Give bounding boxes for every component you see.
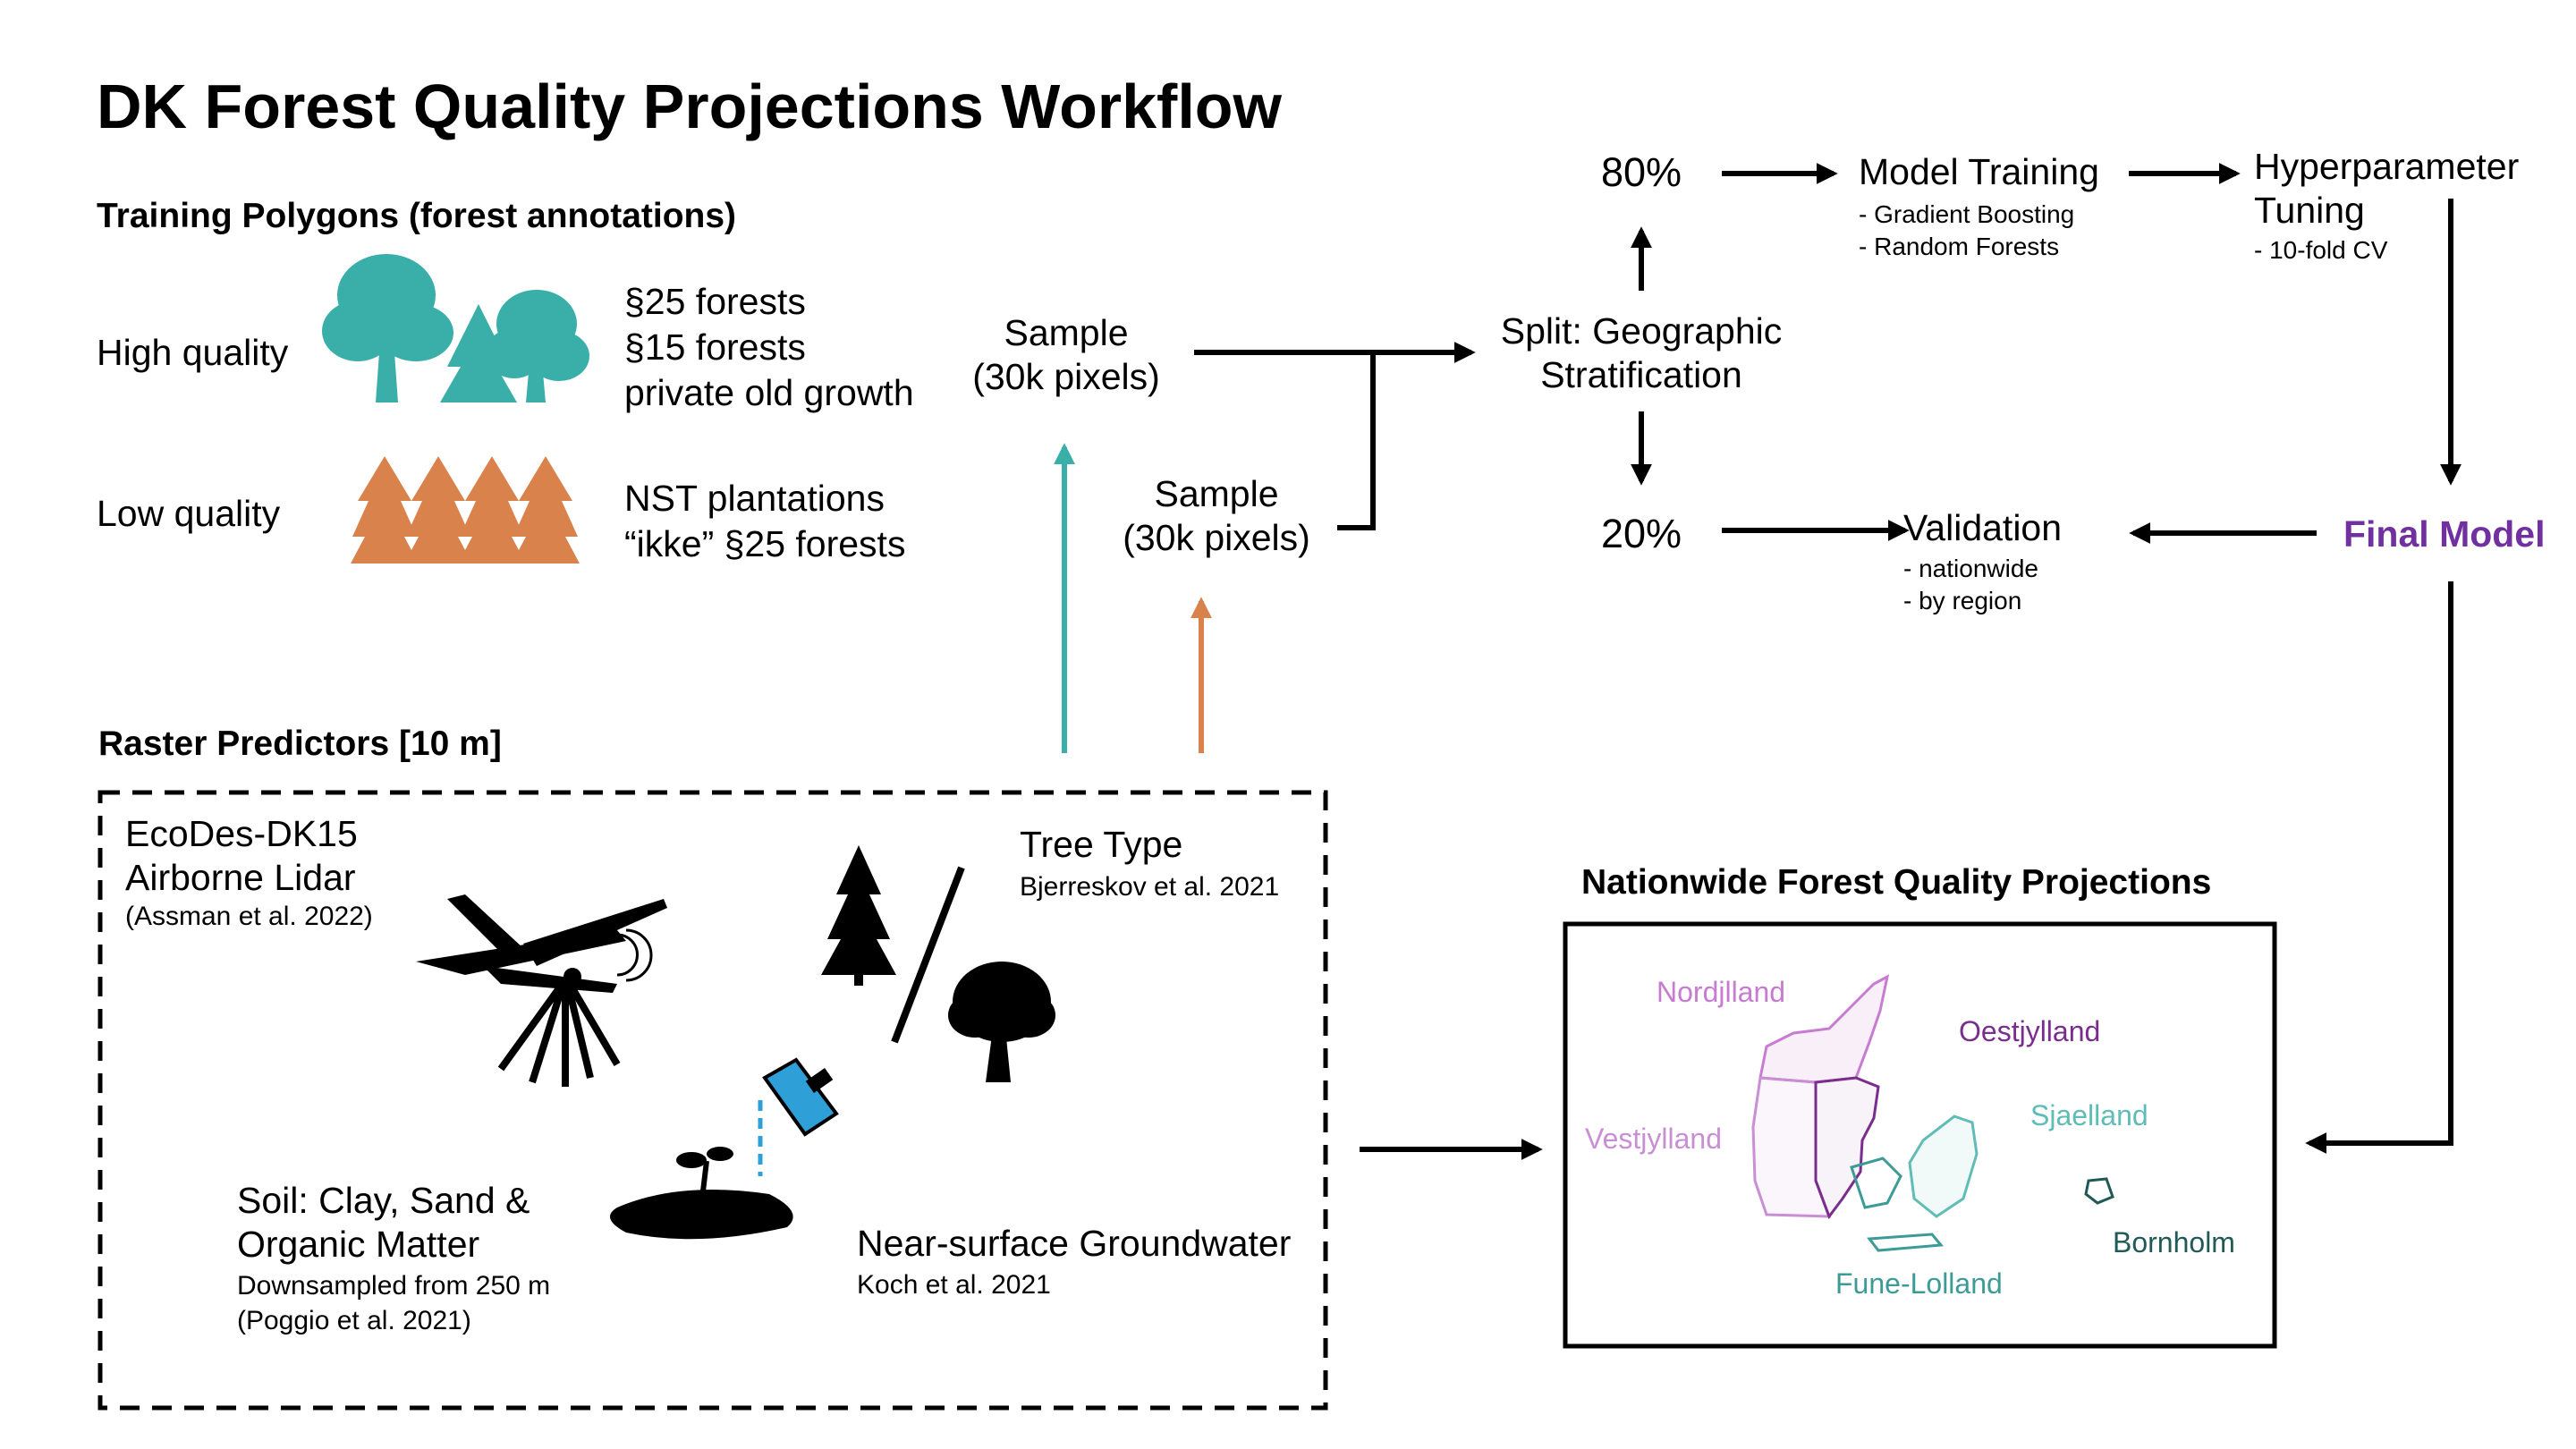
sample-low-to-split-connector [1337,352,1376,530]
validation-items: - nationwide - by region [1903,555,2038,615]
conifer-broadleaf-icon [821,845,1055,1082]
split-node: Split: Geographic Stratification [1500,310,1783,396]
soil-sprout-icon [610,1147,793,1240]
soil-title: Soil: Clay, Sand & Organic Matter [237,1180,530,1266]
nationwide-map-box [1563,921,2277,1349]
low-quality-label: Low quality [97,493,281,534]
low-quality-items: NST plantations “ikke” §25 forests [624,478,906,564]
sample-high-node: Sample (30k pixels) [972,312,1160,398]
region-label-oestjylland: Oestjylland [1959,1015,2101,1047]
lidar-title: EcoDes-DK15 Airborne Lidar [125,813,358,899]
region-label-bornholm: Bornholm [2113,1226,2235,1258]
high-quality-items: §25 forests §15 forests private old grow… [624,281,914,413]
model-training-items: - Gradient Boosting - Random Forests [1859,200,2075,261]
raster-predictors-box [97,790,1328,1411]
sjaelland-outline [1908,1114,1979,1218]
bornholm-outline [2084,1177,2114,1205]
groundwater-ref: Koch et al. 2021 [857,1270,1051,1300]
broadleaf-trees-icon [322,254,589,402]
lidar-ref: (Assman et al. 2022) [125,902,373,931]
high-quality-label: High quality [97,332,289,373]
nationwide-heading: Nationwide Forest Quality Projections [1581,863,2212,902]
soil-ref: Downsampled from 250 m (Poggio et al. 20… [237,1271,551,1335]
raster-predictors-heading: Raster Predictors [10 m] [98,724,502,763]
fune-lolland-outline [1850,1157,1944,1252]
final-model-node: Final Model [2343,513,2546,555]
final-to-map-arrow [2305,581,2453,1154]
pct-20-node: 20% [1601,511,1682,556]
tree-type-title: Tree Type [1020,824,1183,865]
region-label-sjaelland: Sjaelland [2030,1099,2148,1131]
training-heading: Training Polygons (forest annotations) [97,197,737,235]
tree-type-ref: Bjerreskov et al. 2021 [1020,872,1280,902]
region-label-vestjylland: Vestjylland [1585,1123,1722,1155]
denmark-map-icon [1751,974,2114,1252]
page-title: DK Forest Quality Projections Workflow [97,72,1283,141]
groundwater-title: Near-surface Groundwater [857,1223,1292,1264]
conifer-plantation-icon [351,456,580,564]
validation-title: Validation [1903,507,2063,548]
region-label-fune-lolland: Fune-Lolland [1835,1267,2003,1300]
oestjylland-outline [1814,1076,1880,1220]
sample-low-node: Sample (30k pixels) [1123,473,1310,559]
hyperparameter-items: - 10-fold CV [2254,236,2388,264]
pct-80-node: 80% [1601,149,1682,195]
region-label-nordjylland: Nordjlland [1657,976,1786,1008]
watering-can-icon [758,1057,839,1176]
hyperparameter-title: Hyperparameter Tuning [2254,146,2520,232]
airplane-lidar-icon [416,894,667,1087]
model-training-title: Model Training [1859,151,2099,192]
